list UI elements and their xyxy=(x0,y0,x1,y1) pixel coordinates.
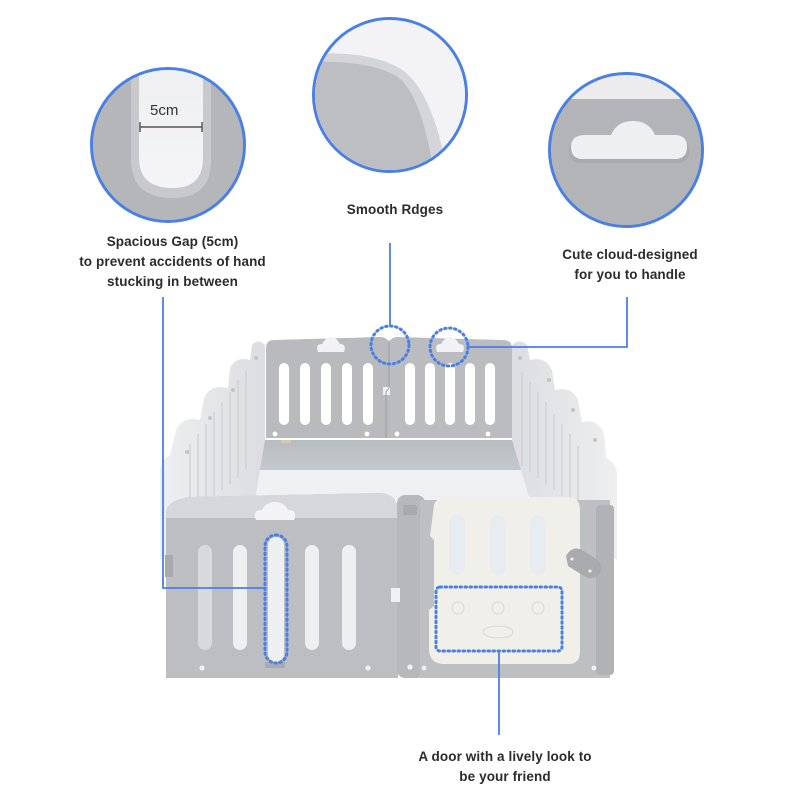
gap-callout-label: Spacious Gap (5cm) to prevent accidents … xyxy=(60,232,285,292)
gap-callout-line xyxy=(162,297,265,589)
zoom-circle-edges xyxy=(312,17,468,173)
gap-highlight xyxy=(263,533,289,665)
door-panel xyxy=(420,497,614,678)
cloud-handle-illustration xyxy=(551,75,701,225)
zoom-circle-gap: 5cm xyxy=(90,67,246,223)
gap-detail-illustration xyxy=(93,70,243,220)
rounded-edge-illustration xyxy=(315,20,465,170)
cloud-highlight xyxy=(428,326,470,368)
cloud-line1: Cute cloud-designed xyxy=(562,247,698,262)
playpen-right-wall xyxy=(512,341,617,560)
gap-line3: stucking in between xyxy=(107,274,238,289)
cloud-callout-line xyxy=(467,297,628,348)
gap-title: Spacious Gap (5cm) xyxy=(106,234,239,249)
back-panel-left xyxy=(266,337,389,443)
playpen-left-wall xyxy=(160,341,265,560)
gap-measure-label: 5cm xyxy=(150,102,179,119)
back-panel-right xyxy=(383,337,512,438)
zoom-circle-cloud xyxy=(548,72,704,228)
cloud-line2: for you to handle xyxy=(574,267,686,282)
cloud-callout-label: Cute cloud-designed for you to handle xyxy=(530,245,730,285)
door-line1: A door with a lively look to xyxy=(418,749,592,764)
door-highlight xyxy=(434,585,564,653)
playpen-floor xyxy=(210,440,560,500)
callout-connectors xyxy=(162,243,628,735)
edges-highlight xyxy=(369,324,411,366)
front-panel-left xyxy=(165,493,398,678)
connector-post xyxy=(391,495,425,678)
door-callout-label: A door with a lively look to be your fri… xyxy=(390,747,620,787)
edges-callout-label: Smooth Rdges xyxy=(300,200,490,220)
gap-line2: to prevent accidents of hand xyxy=(79,254,266,269)
edges-title: Smooth Rdges xyxy=(346,202,444,217)
door-line2: be your friend xyxy=(459,769,551,784)
